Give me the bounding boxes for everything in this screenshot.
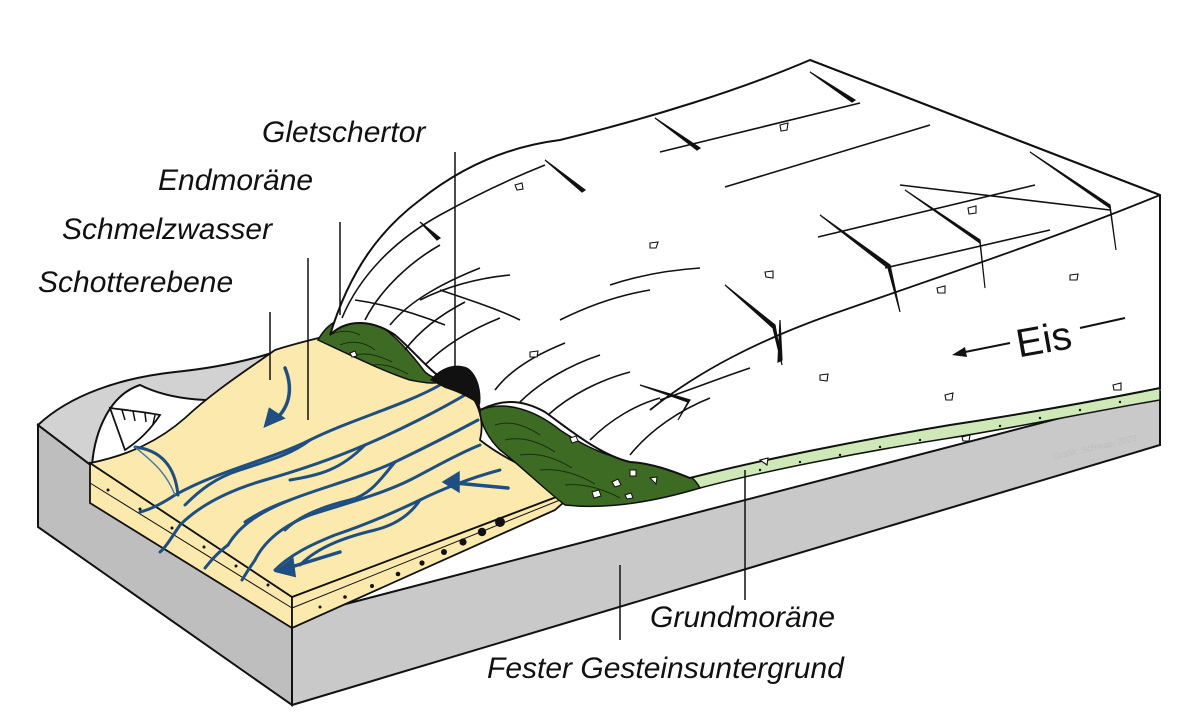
label-eis: Eis: [1012, 313, 1076, 367]
flow-arrows: [263, 366, 510, 578]
label-schmelzwasser: Schmelzwasser: [62, 213, 273, 246]
glacier-portal: [430, 365, 481, 405]
ice-front-edge: [649, 194, 1161, 411]
meltwater-channels: [133, 383, 502, 582]
end-moraine-texture: [329, 330, 621, 499]
crevasses: [419, 71, 1117, 421]
scarp-hatch: [121, 409, 156, 425]
label-fester-gesteinsuntergrund: Fester Gesteinsuntergrund: [487, 652, 844, 685]
outwash-stratification: [106, 488, 505, 609]
ground-moraine-dots: [758, 400, 1122, 472]
end-moraine-right-lobe: [479, 405, 702, 508]
label-schotterebene: Schotterebene: [38, 266, 234, 299]
ice-debris: [514, 122, 1122, 466]
outwash-layer-line-front: [291, 499, 561, 609]
label-leader-lines: [269, 152, 746, 640]
label-gletschertor: Gletschertor: [262, 116, 426, 149]
label-grundmoraene: Grundmoräne: [650, 601, 836, 634]
ice-right-face: [809, 59, 1161, 196]
moraine-boulders: [349, 350, 658, 500]
outwash-layer-line-left: [89, 482, 293, 609]
meltwater-outlet-stream: [134, 446, 176, 496]
scarp-symbol: [108, 406, 162, 452]
ice-flow-arcs: [341, 164, 751, 456]
ice-flow-arrow: [952, 317, 1126, 357]
label-endmoraene: Endmoräne: [158, 164, 314, 197]
